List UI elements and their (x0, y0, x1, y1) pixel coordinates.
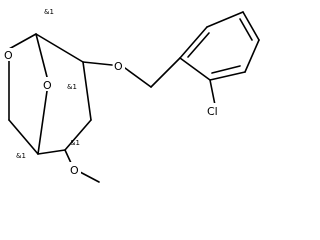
bond-ch2-to-c5 (8, 119, 39, 155)
chlorine-knockout (206, 103, 226, 117)
bond-c2-to-benzyl-o (82, 61, 113, 66)
bridge-oxygen-label: O (43, 79, 52, 92)
molecule-structure: O O O O Cl &1 &1 &1 &1 (3, 8, 260, 183)
bond-ar3-ar4 (242, 11, 260, 41)
chlorine-label: Cl (207, 105, 218, 118)
stereo-label-c5: &1 (16, 152, 26, 160)
bond-ar2-ar3 (206, 11, 244, 28)
ring-oxygen-label: O (4, 49, 13, 62)
bond-c2-to-c3 (82, 61, 92, 121)
bond-benzyl-o-to-ch2 (124, 67, 152, 88)
bond-ar3-ar4-inner (239, 18, 253, 41)
bond-ar6-to-cl (209, 79, 216, 106)
methoxy-oxygen-knockout (69, 162, 81, 176)
bond-ar4-ar5 (244, 39, 260, 73)
ring-oxygen-knockout (3, 48, 15, 61)
methoxy-oxygen-label: O (70, 164, 79, 177)
stereo-label-c1: &1 (44, 8, 54, 16)
benzyloxy-oxygen-label: O (114, 60, 123, 73)
stereo-label-layer: &1 &1 &1 &1 (16, 8, 80, 160)
bond-c4-to-methoxy-o (64, 149, 72, 164)
bond-methoxy-o-to-ch3 (79, 171, 100, 183)
bond-layer (8, 11, 260, 183)
bond-c1-to-bridge-o (35, 33, 48, 78)
stereo-label-c4: &1 (70, 139, 80, 147)
bond-ar5-ar6-inner (211, 65, 241, 74)
bond-ar5-ar6 (209, 71, 246, 81)
bond-ar1-ar2-inner (187, 32, 210, 58)
bond-ring-o-to-c1 (8, 33, 37, 50)
atom-label-layer: O O O O Cl (3, 48, 226, 177)
stereo-label-c2: &1 (67, 83, 77, 91)
bond-ar6-ar1 (179, 57, 211, 81)
bridge-oxygen-knockout (41, 77, 54, 91)
bond-c1-to-c2 (35, 33, 84, 63)
benzyloxy-oxygen-knockout (113, 58, 125, 72)
bond-bridge-o-to-c5 (37, 90, 48, 155)
bond-ar1-ar2 (179, 26, 208, 59)
bond-ch2-to-aryl (150, 57, 181, 88)
bond-c4-to-c5 (37, 149, 66, 155)
bond-c3-to-c4 (64, 119, 92, 151)
